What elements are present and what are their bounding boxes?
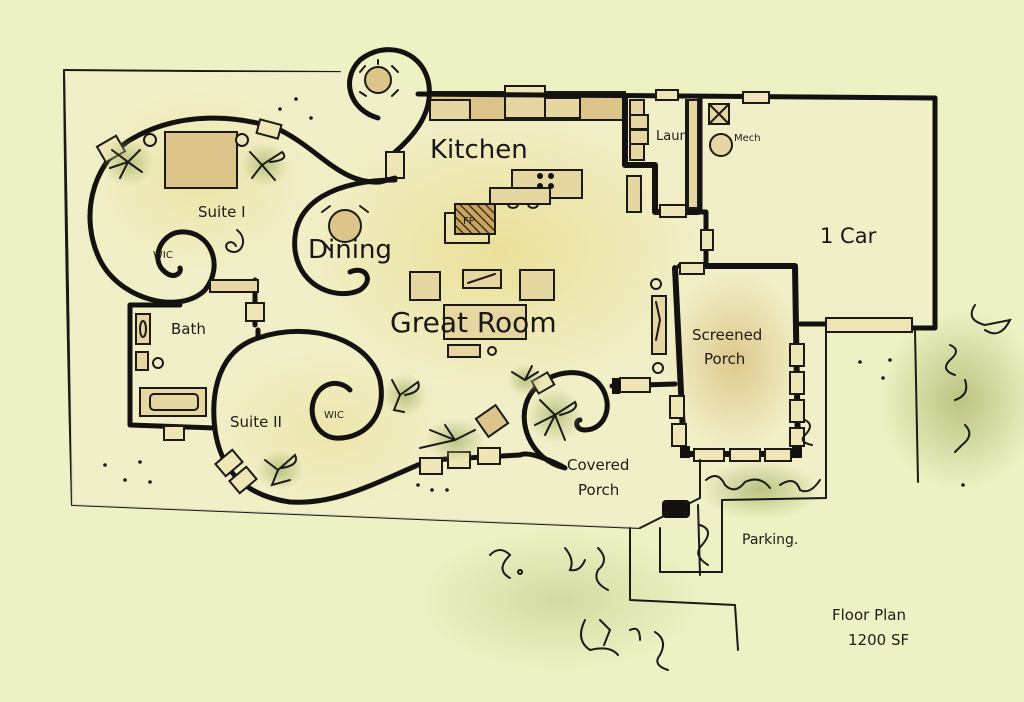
label-suite1: Suite I (198, 203, 246, 221)
plan-title: Floor Plan (832, 606, 906, 624)
laundry-appliances (626, 114, 649, 213)
label-great-room: Great Room (390, 306, 557, 339)
label-mech: Mech (734, 133, 761, 144)
fireplace-label: FP (463, 216, 475, 227)
fireplace: FP (444, 203, 496, 244)
room-labels: Kitchen Dining Great Room Suite I WIC Ba… (153, 129, 909, 649)
label-screened-porch-1: Screened (692, 326, 762, 344)
label-wic2: WIC (324, 410, 344, 421)
label-dining: Dining (308, 235, 392, 265)
label-bath: Bath (171, 320, 206, 338)
dining-table (321, 205, 369, 251)
entry-table (359, 59, 399, 97)
porch-chair (474, 403, 510, 439)
label-covered-porch-2: Porch (578, 481, 619, 499)
plants (102, 138, 1012, 671)
parking-area (629, 329, 919, 651)
label-garage: 1 Car (820, 224, 877, 248)
mech-equipment (708, 103, 733, 157)
label-screened-porch-2: Porch (704, 350, 745, 368)
label-wic1: WIC (153, 250, 173, 261)
label-suite2: Suite II (230, 413, 282, 431)
label-kitchen: Kitchen (430, 135, 528, 165)
kitchen-counter (429, 85, 626, 121)
label-covered-porch-1: Covered (567, 456, 629, 474)
plan-area: 1200 SF (848, 631, 909, 649)
covered-porch-connector (609, 377, 678, 394)
kitchen-island (489, 169, 583, 209)
great-room-furniture (409, 269, 667, 374)
label-laundry: Laun (656, 129, 688, 144)
suite1-furniture (143, 131, 249, 253)
bath-fixtures (135, 313, 207, 417)
dots (103, 97, 965, 492)
label-parking: Parking. (742, 532, 798, 548)
